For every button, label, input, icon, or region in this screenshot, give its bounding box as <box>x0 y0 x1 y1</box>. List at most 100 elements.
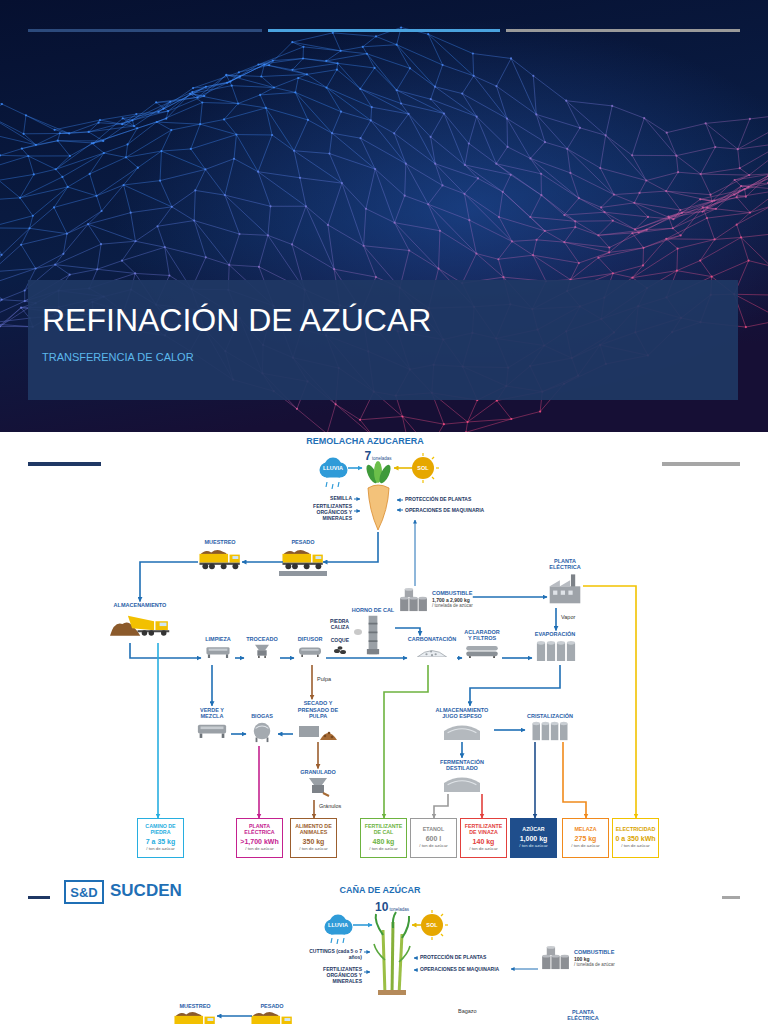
mesh-line <box>224 119 236 134</box>
mesh-line <box>575 221 598 235</box>
mesh-line <box>172 190 195 206</box>
mesh-line <box>271 206 306 207</box>
mesh-dot <box>35 267 37 269</box>
mesh-line <box>444 422 468 424</box>
mesh-dot <box>170 129 172 131</box>
mesh-line <box>750 116 768 119</box>
mesh-dot <box>205 256 207 258</box>
mesh-line <box>395 223 439 269</box>
dump-truck <box>110 616 169 636</box>
mesh-line <box>292 70 307 75</box>
mesh-dot <box>466 421 468 423</box>
mesh-line <box>406 164 443 186</box>
mesh-dot <box>396 89 398 91</box>
flow-line <box>311 665 313 699</box>
flow-line <box>348 467 362 469</box>
mesh-dot <box>647 216 649 218</box>
mesh-dot <box>569 172 571 174</box>
mesh-line <box>303 47 304 59</box>
mesh-dot <box>532 75 534 77</box>
mesh-dot <box>605 134 607 136</box>
mesh-line <box>128 128 138 144</box>
mesh-dot <box>199 123 201 125</box>
mesh-line <box>435 164 478 179</box>
sugar-cane <box>374 912 410 995</box>
mesh-line <box>30 207 54 228</box>
mesh-line <box>600 168 646 180</box>
mesh-line <box>122 261 135 274</box>
mesh-line <box>97 269 135 273</box>
mesh-dot <box>359 419 361 421</box>
mesh-dot <box>611 105 613 107</box>
rain-drops <box>326 482 327 487</box>
mesh-dot <box>578 197 580 199</box>
mesh-line <box>90 174 97 196</box>
flow-line <box>323 532 378 562</box>
fuel-input: COMBUSTIBLE100 kg/ tonelada de azúcar <box>540 945 615 971</box>
lead-arrows <box>415 520 416 586</box>
mesh-dot <box>441 184 443 186</box>
mesh-line <box>194 221 206 258</box>
mesh-line <box>476 254 503 278</box>
mesh-dot <box>223 118 225 120</box>
mesh-line <box>431 137 436 164</box>
mesh-line <box>161 149 190 151</box>
mesh-dot <box>168 274 170 276</box>
node-label: MELAZA <box>574 827 596 833</box>
node-label: PLANTA ELÉCTRICA <box>239 824 280 836</box>
mesh-line <box>168 94 190 111</box>
node-detail: 480 kg <box>373 838 395 846</box>
mesh-line <box>0 245 21 272</box>
mesh-line <box>360 420 373 432</box>
mesh-line <box>567 128 580 149</box>
mesh-line <box>292 244 334 269</box>
mesh-dot <box>443 112 445 114</box>
process-step: LIMPIEZA <box>201 635 235 665</box>
mesh-line <box>20 198 33 216</box>
node-label: HORNO DE CAL <box>351 607 395 614</box>
mesh-line <box>195 169 205 190</box>
mesh-line <box>326 88 370 121</box>
coke-pieces <box>334 646 346 654</box>
mesh-line <box>88 213 131 225</box>
mesh-line <box>0 135 36 145</box>
mesh-dot <box>340 50 342 52</box>
mesh-dot <box>599 167 601 169</box>
flow-line <box>384 665 428 818</box>
mesh-line <box>338 63 375 68</box>
mesh-line <box>261 74 307 76</box>
mesh-line <box>70 269 98 274</box>
mesh-dot <box>566 148 568 150</box>
sun-rays <box>441 914 443 916</box>
rain-drops <box>337 939 338 944</box>
mesh-line <box>261 76 274 87</box>
mesh-line <box>375 68 397 90</box>
mesh-dot <box>238 233 240 235</box>
mesh-line <box>580 128 606 136</box>
mesh-line <box>298 74 307 78</box>
mesh-line <box>361 138 376 169</box>
mesh-line <box>326 70 336 88</box>
flow-line <box>278 733 293 735</box>
mesh-dot <box>749 212 751 214</box>
input-label: FERTILIZANTES ORGÁNICOS Y MINERALES <box>308 503 352 521</box>
mesh-line <box>171 124 200 130</box>
mesh-line <box>371 120 406 163</box>
mesh-line <box>367 54 410 69</box>
mesh-line <box>579 198 605 212</box>
input-label: SEMILLA <box>300 495 352 501</box>
mesh-line <box>60 132 89 133</box>
mesh-line <box>137 122 156 128</box>
node-detail: 140 kg <box>473 838 495 846</box>
mesh-line <box>406 164 428 205</box>
mesh-dot <box>608 246 610 248</box>
mesh-dot <box>510 57 512 59</box>
mesh-line <box>20 177 62 198</box>
node-detail: / tonelada de azúcar <box>574 962 615 967</box>
mesh-line <box>464 194 498 217</box>
mesh-dot <box>27 155 29 157</box>
mesh-dot <box>681 212 683 214</box>
flow-label: Vapor <box>560 614 576 621</box>
mesh-line <box>716 186 741 209</box>
mesh-line <box>464 178 478 193</box>
